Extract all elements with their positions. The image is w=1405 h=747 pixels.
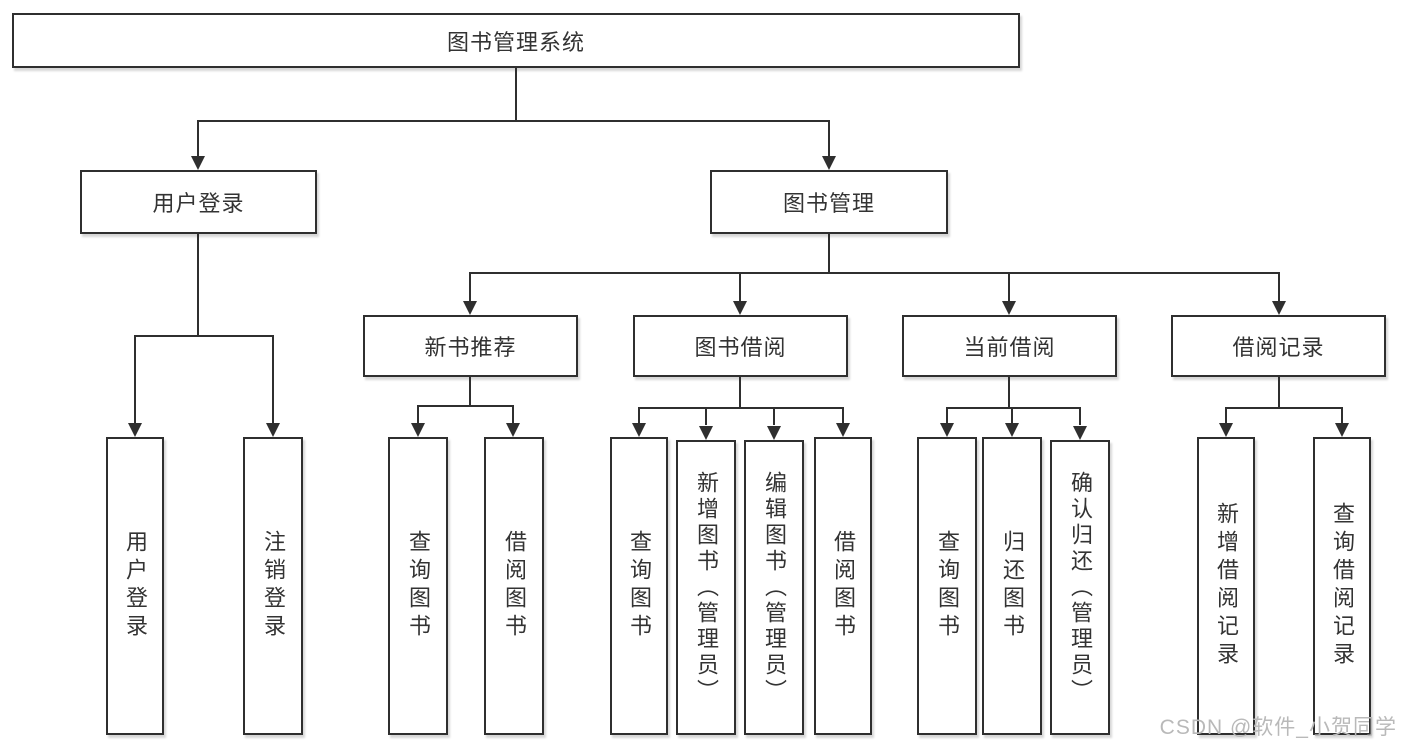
leaf-query-borrow-record-label: 查询借阅记录: [1330, 502, 1355, 670]
connector-line: [828, 120, 830, 158]
node-new-book-recommend-label: 新书推荐: [424, 335, 517, 360]
node-root: 图书管理系统: [12, 13, 1020, 68]
node-new-book-recommend: 新书推荐: [363, 315, 578, 377]
node-user-login-label: 用户登录: [152, 191, 245, 216]
arrow-down-icon: [699, 426, 713, 440]
connector-line: [417, 405, 514, 407]
connector-line: [134, 335, 274, 337]
leaf-query-book-recommend: 查询图书: [388, 437, 448, 735]
leaf-query-book-current-label: 查询图书: [935, 530, 960, 642]
node-borrow-record-label: 借阅记录: [1232, 335, 1325, 360]
connector-line: [705, 407, 707, 425]
arrow-down-icon: [1335, 423, 1349, 437]
connector-line: [197, 120, 199, 158]
arrow-down-icon: [191, 156, 205, 170]
connector-line: [469, 272, 1280, 274]
node-book-management: 图书管理: [710, 170, 948, 234]
connector-line: [1079, 407, 1081, 425]
leaf-edit-book-admin-label: 编辑图书（管理员）: [762, 470, 787, 705]
arrow-down-icon: [822, 156, 836, 170]
connector-line: [828, 234, 830, 274]
connector-line: [515, 68, 517, 121]
leaf-add-book-admin-label: 新增图书（管理员）: [694, 470, 719, 705]
node-book-management-label: 图书管理: [782, 191, 875, 216]
connector-line: [469, 272, 471, 302]
leaf-logout-label: 注销登录: [261, 530, 286, 642]
node-user-login: 用户登录: [80, 170, 317, 234]
arrow-down-icon: [632, 423, 646, 437]
connector-line: [946, 407, 1080, 409]
node-book-borrow-label: 图书借阅: [694, 335, 787, 360]
connector-line: [842, 407, 844, 423]
arrow-down-icon: [836, 423, 850, 437]
connector-line: [739, 377, 741, 409]
leaf-confirm-return-admin-label: 确认归还（管理员）: [1068, 470, 1093, 705]
leaf-query-book-recommend-label: 查询图书: [406, 530, 431, 642]
node-current-borrow: 当前借阅: [902, 315, 1117, 377]
arrow-down-icon: [1219, 423, 1233, 437]
leaf-query-book-borrow-label: 查询图书: [627, 530, 652, 642]
leaf-add-borrow-record-label: 新增借阅记录: [1214, 502, 1239, 670]
node-borrow-record: 借阅记录: [1171, 315, 1386, 377]
arrow-down-icon: [733, 301, 747, 315]
leaf-add-book-admin: 新增图书（管理员）: [676, 440, 736, 735]
arrow-down-icon: [1272, 301, 1286, 315]
connector-line: [638, 407, 640, 423]
node-root-label: 图书管理系统: [446, 29, 585, 55]
leaf-borrow-book-label: 借阅图书: [831, 530, 856, 642]
connector-line: [197, 234, 199, 337]
connector-line: [1008, 377, 1010, 409]
arrow-down-icon: [940, 423, 954, 437]
leaf-borrow-book-recommend: 借阅图书: [484, 437, 544, 735]
leaf-user-login-label: 用户登录: [123, 530, 148, 642]
arrow-down-icon: [266, 423, 280, 437]
leaf-query-book-current: 查询图书: [917, 437, 977, 735]
arrow-down-icon: [463, 301, 477, 315]
connector-line: [1278, 377, 1280, 409]
connector-line: [1278, 272, 1280, 302]
connector-line: [1341, 407, 1343, 423]
connector-line: [739, 272, 741, 302]
arrow-down-icon: [1002, 301, 1016, 315]
node-current-borrow-label: 当前借阅: [963, 335, 1056, 360]
leaf-query-book-borrow: 查询图书: [610, 437, 668, 735]
leaf-add-borrow-record: 新增借阅记录: [1197, 437, 1255, 735]
leaf-query-borrow-record: 查询借阅记录: [1313, 437, 1371, 735]
connector-line: [1225, 407, 1227, 423]
connector-line: [1225, 407, 1343, 409]
connector-line: [1011, 407, 1013, 423]
arrow-down-icon: [128, 423, 142, 437]
leaf-return-book: 归还图书: [982, 437, 1042, 735]
csdn-watermark: CSDN @软件_小贺同学: [1159, 716, 1397, 739]
connector-line: [469, 377, 471, 407]
node-book-borrow: 图书借阅: [633, 315, 848, 377]
connector-line: [512, 405, 514, 423]
connector-line: [1008, 272, 1010, 302]
leaf-borrow-book-recommend-label: 借阅图书: [502, 530, 527, 642]
connector-line: [417, 405, 419, 423]
arrow-down-icon: [1073, 426, 1087, 440]
leaf-borrow-book: 借阅图书: [814, 437, 872, 735]
leaf-logout: 注销登录: [243, 437, 303, 735]
leaf-edit-book-admin: 编辑图书（管理员）: [744, 440, 804, 735]
arrow-down-icon: [506, 423, 520, 437]
connector-line: [134, 335, 136, 424]
arrow-down-icon: [411, 423, 425, 437]
arrow-down-icon: [767, 426, 781, 440]
leaf-user-login: 用户登录: [106, 437, 164, 735]
connector-line: [773, 407, 775, 425]
arrow-down-icon: [1005, 423, 1019, 437]
connector-line: [272, 335, 274, 424]
connector-line: [197, 120, 830, 122]
leaf-confirm-return-admin: 确认归还（管理员）: [1050, 440, 1110, 735]
leaf-return-book-label: 归还图书: [1000, 530, 1025, 642]
connector-line: [638, 407, 843, 409]
connector-line: [946, 407, 948, 423]
